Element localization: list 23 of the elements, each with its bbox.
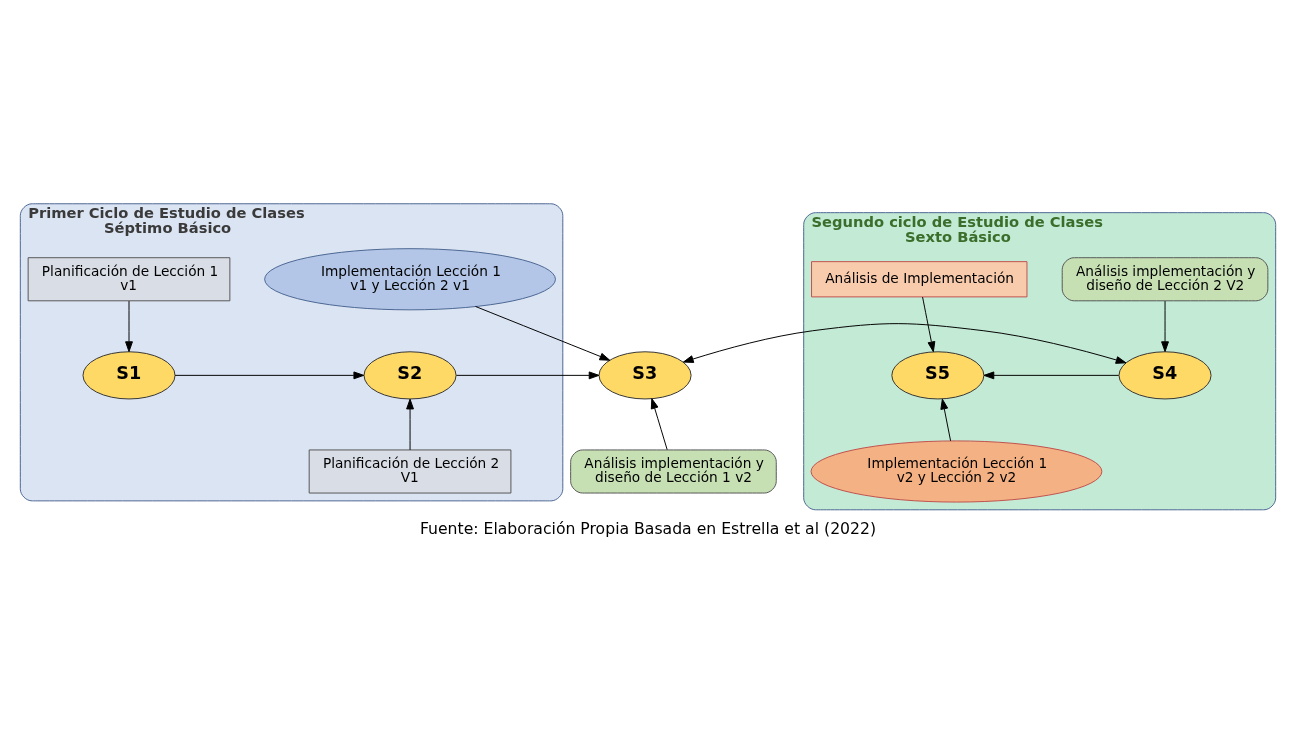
arrow xyxy=(983,370,1120,379)
node-ellipse: S2 xyxy=(363,350,457,399)
node-box: Planificación de Lección 2 V1 xyxy=(308,448,512,493)
arrow xyxy=(940,398,952,441)
node-box: Planificación de Lección 1 v1 xyxy=(27,256,231,301)
arrow xyxy=(922,296,936,352)
node-ellipse: S4 xyxy=(1118,350,1212,399)
arrow xyxy=(650,397,668,450)
caption: Fuente: Elaboración Propia Basada en Estrella et al (2022) xyxy=(419,518,877,538)
node-box: Análisis de Implementación xyxy=(811,260,1028,297)
node-ellipse: Implementación Lección 1 v2 y Lección 2 v2 xyxy=(810,439,1103,503)
node-box: Análisis implementación y diseño de Lección 2 V2 xyxy=(1061,256,1269,301)
arrow xyxy=(174,370,365,379)
arrow xyxy=(125,300,133,352)
node-box: Análisis implementación y diseño de Lección 1 v2 xyxy=(570,448,777,493)
arrow xyxy=(1161,300,1169,352)
arrow xyxy=(475,305,611,361)
node-ellipse: S5 xyxy=(891,350,985,399)
arrow xyxy=(682,322,1127,364)
node-ellipse: S1 xyxy=(82,350,176,399)
arrow xyxy=(455,370,600,379)
node-ellipse: Implementación Lección 1 v1 y Lección 2 v1 xyxy=(264,247,556,310)
arrow xyxy=(406,398,414,450)
